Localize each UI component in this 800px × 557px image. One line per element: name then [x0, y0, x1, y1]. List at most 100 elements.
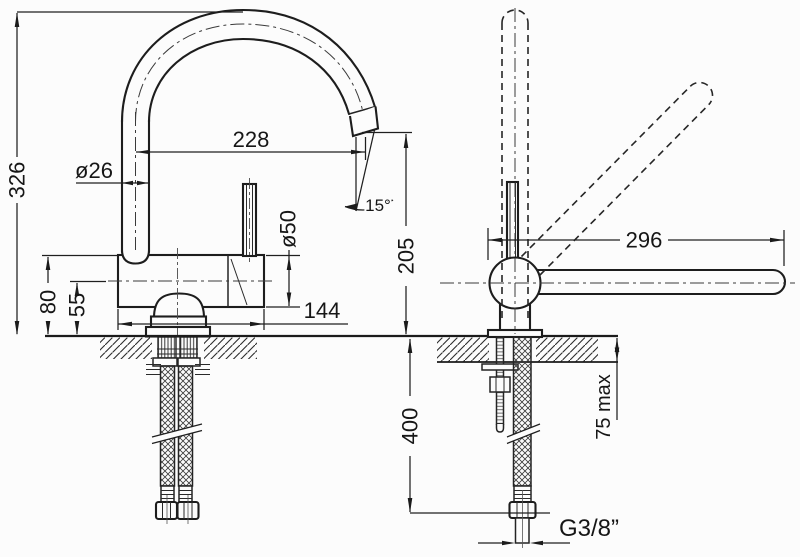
hose-break-gap: [152, 424, 202, 444]
dim-label-75max: 75 max: [593, 374, 615, 440]
dim-centerline-height: 55: [65, 280, 106, 336]
dim-label-326: 326: [5, 162, 30, 199]
lever-handle-front: [505, 180, 520, 264]
cartridge-tilt-line: [230, 258, 248, 306]
arrowhead-left: [136, 149, 150, 155]
dim-hose-length: 400: [398, 338, 550, 514]
ferrule-ridges: [161, 490, 192, 499]
threaded-shank-right: [179, 336, 198, 359]
aerator-joint-line: [348, 105, 376, 115]
base-flange-upper: [149, 315, 208, 329]
dim-label-228: 228: [233, 127, 270, 152]
left-view: [108, 8, 380, 524]
deck-hatch-left-a: [100, 337, 152, 359]
arrowhead-down: [286, 292, 292, 306]
arrowhead-left: [118, 321, 132, 327]
arrowhead-down: [614, 347, 620, 362]
dim-label-400: 400: [398, 408, 423, 445]
dim-body-height: 80: [36, 254, 118, 336]
connector-nut-facets-front: [516, 502, 529, 518]
arrowhead-right: [250, 321, 264, 327]
lever-edge-lines: [246, 184, 253, 255]
ext-lines-144: [117, 309, 265, 330]
spout-inner-curve: [147, 37, 351, 124]
dim-deck-thickness: 75 max: [593, 338, 620, 440]
spout-45deg-lower-edge: [539, 104, 710, 276]
braided-hose-right: [177, 365, 194, 487]
lever-handle: [241, 178, 258, 262]
spout-centerline: [135, 23, 363, 123]
dim-label-205: 205: [394, 238, 419, 275]
arrowhead-up: [407, 338, 413, 353]
arrowhead-right: [137, 180, 148, 186]
arrowhead-right: [502, 540, 515, 546]
arrowhead-down: [74, 321, 80, 336]
mounting-stud-tail: [495, 424, 505, 433]
hose-break-lines: [151, 423, 203, 445]
braided-hose-left: [159, 365, 176, 487]
arrowhead-right: [381, 198, 393, 206]
mounting-hardware-front: [481, 336, 519, 433]
ext-lines-296: [487, 228, 785, 266]
dim-body-length: 144: [117, 298, 348, 330]
dim-label-55: 55: [65, 293, 90, 317]
countertop: [45, 334, 618, 363]
spout-tube-base: [120, 249, 151, 265]
horseshoe-washer-tabs: [146, 364, 210, 375]
horseshoe-washer: [481, 363, 519, 371]
supply-hoses: [151, 365, 203, 524]
shank-band-lines: [157, 348, 198, 355]
connector-nut-facets: [162, 502, 193, 519]
right-view: [440, 8, 795, 548]
deck-hatch-right-a: [437, 337, 489, 362]
hose-end-centerlines: [166, 495, 189, 524]
swivel-neck: [498, 298, 532, 332]
spout-horizontal-position: [526, 268, 787, 296]
stud-nut: [489, 376, 511, 393]
dim-label-144: 144: [304, 298, 341, 323]
arrowhead-down: [407, 498, 413, 513]
dim-label-296: 296: [626, 228, 663, 253]
spout-up-position-sides: [501, 23, 529, 318]
dim-tube-diameter: ø26: [75, 158, 148, 186]
arrowhead-up: [14, 12, 20, 27]
supply-hose-front: [506, 336, 541, 548]
spout-up-position-cap: [501, 9, 529, 24]
arrowhead-left: [122, 180, 133, 186]
threaded-shank-left: [157, 336, 177, 359]
arrowhead-down: [403, 321, 409, 336]
dim-outlet-angle: 15°: [344, 129, 394, 217]
dimensions: 326 80 55 228: [5, 11, 785, 546]
arrowhead-left: [488, 237, 502, 243]
arrowhead-up: [286, 256, 292, 270]
stud-nut-facets: [495, 377, 505, 392]
dim-label-g38: G3/8”: [559, 515, 619, 542]
dim-label-15deg: 15°: [365, 196, 391, 215]
base-dome: [152, 292, 206, 320]
arrowhead-up: [45, 256, 51, 270]
lever-front-outline: [505, 180, 520, 264]
arrowhead-up: [403, 133, 409, 148]
dim-outlet-height: 205: [362, 131, 419, 336]
dim-label-o26: ø26: [75, 158, 113, 183]
spout-45deg-upper-edge: [520, 85, 691, 258]
angle-ref-axis: [355, 129, 376, 212]
arrowhead-down: [45, 321, 51, 336]
dim-spout-reach: 228: [136, 127, 367, 160]
braided-hose-front: [512, 336, 532, 487]
dim-swivel-length: 296: [487, 228, 785, 266]
arrowhead-left: [345, 203, 357, 211]
arrowhead-left: [530, 540, 543, 546]
hose-break-lines-front: [506, 423, 541, 445]
dim-body-diameter: ø50: [266, 210, 301, 308]
ext-lines-o50: [266, 254, 300, 308]
spout-45deg-cap: [689, 81, 714, 106]
dim-label-o50: ø50: [276, 210, 301, 248]
spout-alternate-positions: [501, 9, 714, 318]
deck-hatch-right-b: [536, 337, 598, 362]
arrowhead-up: [74, 282, 80, 296]
arc-spout: [120, 8, 380, 265]
spout-outer-curve: [120, 8, 377, 124]
